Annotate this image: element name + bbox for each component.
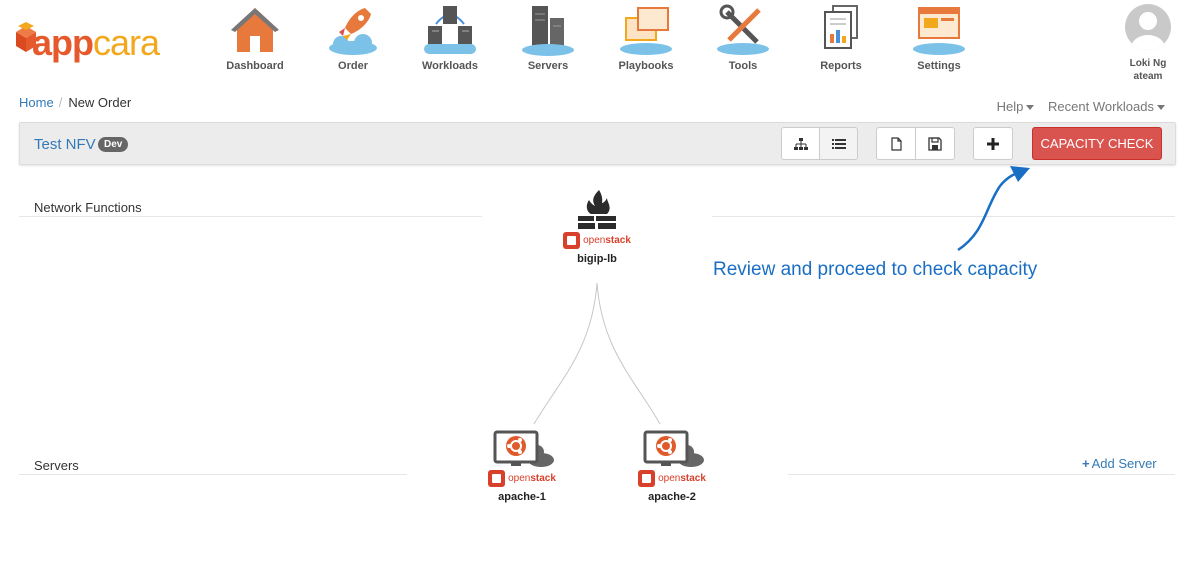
annotation-arrow <box>957 169 1025 252</box>
node-bigip-lb[interactable]: openstack bigip-lb <box>542 190 652 265</box>
nav-reports[interactable]: Reports <box>796 4 886 72</box>
reports-document-icon <box>824 5 858 49</box>
add-server-link[interactable]: +Add Server <box>1082 456 1157 471</box>
breadcrumb-home[interactable]: Home <box>19 95 54 110</box>
servers-label: Servers <box>34 458 79 473</box>
nav-label-order: Order <box>338 60 368 72</box>
openstack-badge: openstack <box>467 470 577 487</box>
user-silhouette-icon <box>1131 12 1165 50</box>
recent-workloads-dropdown[interactable]: Recent Workloads <box>1048 99 1165 114</box>
file-icon <box>891 136 902 151</box>
tools-wrench-screwdriver-icon <box>717 4 769 55</box>
openstack-badge: openstack <box>617 470 727 487</box>
help-label: Help <box>996 99 1024 114</box>
chevron-down-icon <box>1026 105 1035 111</box>
connection-line <box>596 282 661 425</box>
order-name[interactable]: Test NFV <box>34 136 96 153</box>
top-links: Help Recent Workloads <box>987 99 1165 114</box>
openstack-badge: openstack <box>542 232 652 249</box>
openstack-label-open: open <box>583 235 606 246</box>
order-toolbar: Test NFV Dev <box>19 122 1176 165</box>
house-icon <box>231 8 279 52</box>
playbooks-windows-icon <box>620 7 672 55</box>
chevron-down-icon <box>1157 105 1165 111</box>
appcara-logo[interactable]: appcara <box>12 14 167 64</box>
node-label: apache-2 <box>648 491 696 503</box>
new-document-button[interactable] <box>876 127 916 160</box>
logo-text-cara: cara <box>93 22 160 63</box>
breadcrumb-current: New Order <box>68 95 132 110</box>
openstack-icon <box>488 470 506 487</box>
openstack-label: openstack <box>583 235 631 246</box>
divider <box>19 216 482 217</box>
openstack-icon <box>638 470 656 487</box>
openstack-label-open: open <box>508 473 531 484</box>
rocket-cloud-icon <box>329 8 377 55</box>
divider <box>712 216 1175 217</box>
openstack-icon <box>563 232 581 249</box>
nav-settings[interactable]: Settings <box>894 4 984 72</box>
sitemap-icon <box>793 137 808 150</box>
logo-text-app: app <box>32 22 94 63</box>
settings-window-icon <box>913 7 965 55</box>
openstack-label-open: open <box>658 473 681 484</box>
help-dropdown[interactable]: Help <box>997 99 1035 114</box>
recent-workloads-label: Recent Workloads <box>1048 99 1154 114</box>
node-apache-1[interactable]: openstack apache-1 <box>467 430 577 503</box>
list-view-button[interactable] <box>819 127 858 160</box>
workloads-servers-icon <box>424 6 476 54</box>
add-button[interactable] <box>973 127 1013 160</box>
nav-label-playbooks: Playbooks <box>618 60 674 72</box>
node-label: apache-1 <box>498 491 546 503</box>
divider <box>19 474 407 475</box>
firewall-icon <box>578 190 616 229</box>
logo-cube-icon <box>16 22 36 52</box>
add-server-label: Add Server <box>1091 456 1157 471</box>
nav-label-reports: Reports <box>820 60 862 72</box>
nav-label-workloads: Workloads <box>421 60 479 72</box>
list-icon <box>831 138 846 149</box>
avatar[interactable] <box>1125 4 1171 50</box>
plus-icon: + <box>1082 456 1090 471</box>
arrow-head-icon <box>1010 166 1030 182</box>
env-badge: Dev <box>98 137 129 152</box>
nav-servers[interactable]: Servers <box>503 4 593 72</box>
diagram-view-button[interactable] <box>781 127 820 160</box>
node-label: bigip-lb <box>577 253 617 265</box>
nav-label-dashboard: Dashboard <box>226 60 284 72</box>
nav-label-tools: Tools <box>728 60 758 72</box>
openstack-label: openstack <box>658 473 706 484</box>
user-team: ateam <box>1133 71 1163 82</box>
nav-tools[interactable]: Tools <box>698 4 788 72</box>
breadcrumb-separator: / <box>58 95 63 110</box>
capacity-check-button[interactable]: CAPACITY CHECK <box>1032 127 1162 160</box>
network-functions-label: Network Functions <box>34 200 142 215</box>
nav-dashboard[interactable]: Dashboard <box>210 4 300 72</box>
capacity-hint-text: Review and proceed to check capacity <box>713 259 1038 280</box>
save-button[interactable] <box>915 127 955 160</box>
nav-label-settings: Settings <box>917 60 961 72</box>
openstack-label-stack: stack <box>530 473 556 484</box>
server-tower-icon <box>522 6 574 56</box>
breadcrumb: Home / New Order <box>19 95 131 110</box>
openstack-label: openstack <box>508 473 556 484</box>
connection-line <box>533 282 598 425</box>
user-name: Loki Ng <box>1129 58 1167 69</box>
nav-label-servers: Servers <box>527 60 569 72</box>
ubuntu-server-icon <box>493 430 554 467</box>
nav-order[interactable]: Order <box>308 4 398 72</box>
plus-icon <box>987 137 999 150</box>
openstack-label-stack: stack <box>605 235 631 246</box>
openstack-label-stack: stack <box>680 473 706 484</box>
logo-text: appcara <box>32 22 160 64</box>
nav-workloads[interactable]: Workloads <box>405 4 495 72</box>
nav-playbooks[interactable]: Playbooks <box>601 4 691 72</box>
divider <box>788 474 1175 475</box>
ubuntu-server-icon <box>643 430 704 467</box>
user-menu[interactable]: Loki Ng ateam <box>1122 4 1174 83</box>
node-apache-2[interactable]: openstack apache-2 <box>617 430 727 503</box>
save-floppy-icon <box>928 136 942 151</box>
